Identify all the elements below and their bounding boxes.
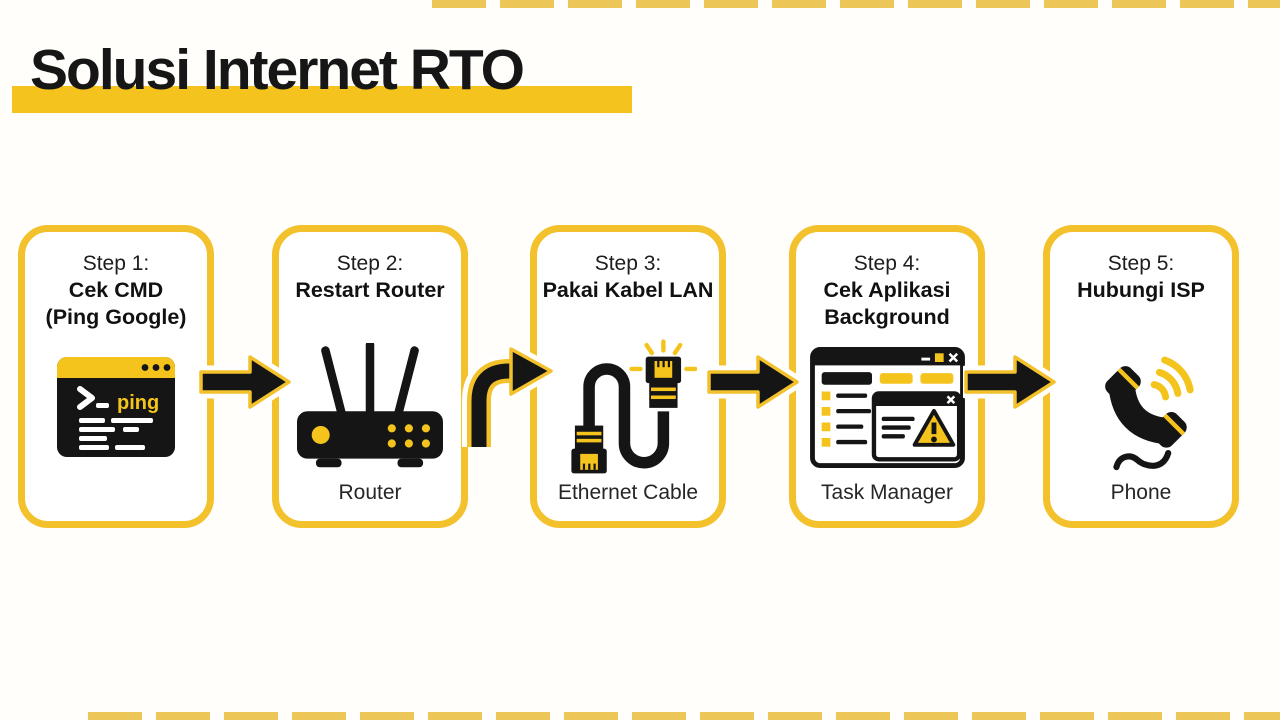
step-label: Step 5: [1107, 252, 1175, 275]
step-caption: Task Manager [821, 481, 953, 504]
step-icon-wrap [279, 332, 461, 482]
step-card-4: Step 4: Cek Aplikasi Background [789, 225, 985, 528]
step-caption: Phone [1110, 481, 1172, 504]
arrow-right-icon [706, 352, 801, 412]
ethernet-cable-icon [571, 339, 697, 474]
arrow-right-icon [963, 352, 1058, 412]
step-caption: Router [338, 481, 402, 504]
connector-3 [706, 352, 801, 412]
step-heading: Hubungi ISP [1077, 278, 1205, 302]
step-heading: Restart Router [295, 278, 445, 302]
router-icon [296, 343, 444, 468]
step-label: Step 4: [853, 252, 921, 275]
step-card-5: Step 5: Hubungi ISP Phone [1043, 225, 1239, 528]
arrow-right-icon [198, 352, 293, 412]
task-manager-icon [809, 346, 965, 468]
step-card-3: Step 3: Pakai Kabel LAN [530, 225, 726, 528]
phone-icon [1105, 356, 1194, 471]
top-edge-decoration [432, 0, 1280, 8]
title-highlight [12, 86, 632, 113]
terminal-icon: ping [57, 357, 175, 457]
step-label: Step 2: [336, 252, 404, 275]
step-heading: Cek Aplikasi Background [823, 278, 951, 329]
step-icon-wrap: ping [25, 332, 207, 482]
connector-1 [198, 352, 293, 412]
bottom-edge-decoration [88, 712, 1280, 720]
connector-4 [963, 352, 1058, 412]
step-icon-wrap [796, 332, 978, 482]
step-caption: Ethernet Cable [557, 481, 699, 504]
page-title: Solusi Internet RTO [30, 38, 525, 102]
step-card-1: Step 1: Cek CMD (Ping Google) ping [18, 225, 214, 528]
terminal-ping-text: ping [117, 392, 159, 414]
arrow-curved-right-icon [462, 342, 555, 447]
step-heading: Pakai Kabel LAN [542, 278, 714, 302]
connector-2 [449, 337, 555, 449]
step-label: Step 3: [594, 252, 662, 275]
step-icon-wrap [537, 332, 719, 482]
step-heading: Cek CMD (Ping Google) [45, 278, 187, 329]
step-label: Step 1: [82, 252, 150, 275]
step-card-2: Step 2: Restart Router Router [272, 225, 468, 528]
step-icon-wrap [1050, 332, 1232, 482]
